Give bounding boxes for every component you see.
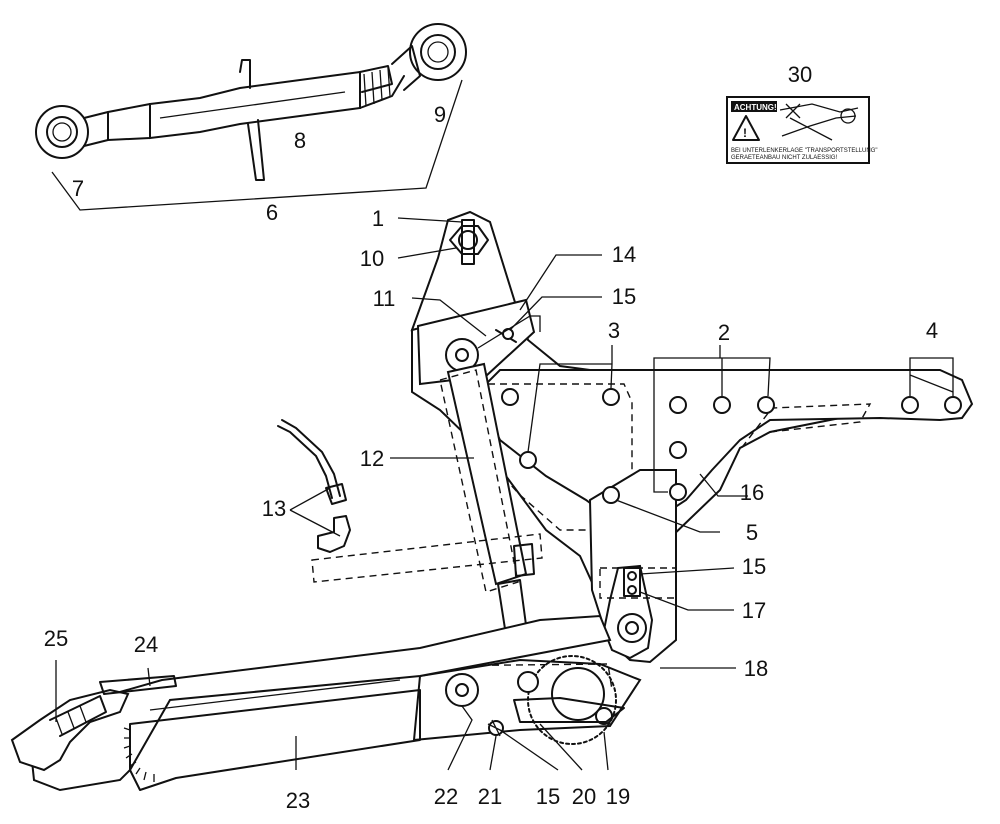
leader-lines xyxy=(55,217,954,771)
callout-18: 18 xyxy=(744,656,768,681)
callout-4: 4 xyxy=(926,318,938,343)
callout-19: 19 xyxy=(606,784,630,809)
warning-triangle-icon xyxy=(732,115,760,141)
callout-7: 7 xyxy=(72,176,84,201)
hose-fitting-upper xyxy=(325,483,347,505)
lower-mechanism xyxy=(412,564,677,745)
callout-9: 9 xyxy=(434,102,446,127)
callout-2: 2 xyxy=(718,320,730,345)
callout-15-right: 15 xyxy=(742,554,766,579)
lower-arm-body xyxy=(28,614,612,792)
callout-10: 10 xyxy=(360,246,384,271)
hydraulic-hose xyxy=(277,419,351,553)
callout-3: 3 xyxy=(608,318,620,343)
callout-6: 6 xyxy=(266,200,278,225)
callout-5: 5 xyxy=(746,520,758,545)
callout-24: 24 xyxy=(134,632,158,657)
callout-14: 14 xyxy=(612,242,636,267)
hose-fitting-elbow xyxy=(317,515,351,553)
callout-21: 21 xyxy=(478,784,502,809)
top-link-assembly xyxy=(35,23,467,211)
callout-15-lower: 15 xyxy=(536,784,560,809)
callout-22: 22 xyxy=(434,784,458,809)
callout-16: 16 xyxy=(740,480,764,505)
warning-decal: ACHTUNG! ! BEI UNTERLENKERLAGE "TRANSPOR… xyxy=(726,96,878,164)
callout-25: 25 xyxy=(44,626,68,651)
decal-line-1: BEI UNTERLENKERLAGE "TRANSPORTSTELLUNG" xyxy=(731,148,878,154)
right-ball-eye xyxy=(409,23,467,81)
callout-23: 23 xyxy=(286,788,310,813)
callout-20: 20 xyxy=(572,784,596,809)
left-ball-eye xyxy=(35,105,89,159)
callout-labels: 1 2 3 4 5 6 7 8 9 10 11 12 13 14 15 15 1… xyxy=(44,62,938,813)
decal-line-2: GERAETEANBAU NICHT ZULAESSIG! xyxy=(731,155,838,161)
svg-text:!: ! xyxy=(743,126,747,140)
callout-17: 17 xyxy=(742,598,766,623)
lower-link-arm xyxy=(10,614,612,792)
tractor-link-sketch-icon xyxy=(779,103,859,141)
callout-12: 12 xyxy=(360,446,384,471)
callout-8: 8 xyxy=(294,128,306,153)
callout-11: 11 xyxy=(373,286,396,311)
lower-arm-tube xyxy=(129,689,421,791)
callout-30: 30 xyxy=(788,62,812,87)
callout-15-upper: 15 xyxy=(612,284,636,309)
callout-13: 13 xyxy=(262,496,286,521)
lift-cylinder xyxy=(311,362,543,649)
top-pin xyxy=(461,219,475,265)
decal-heading: ACHTUNG! xyxy=(734,103,777,112)
callout-1: 1 xyxy=(372,206,384,231)
decal-heading-box xyxy=(731,101,777,112)
